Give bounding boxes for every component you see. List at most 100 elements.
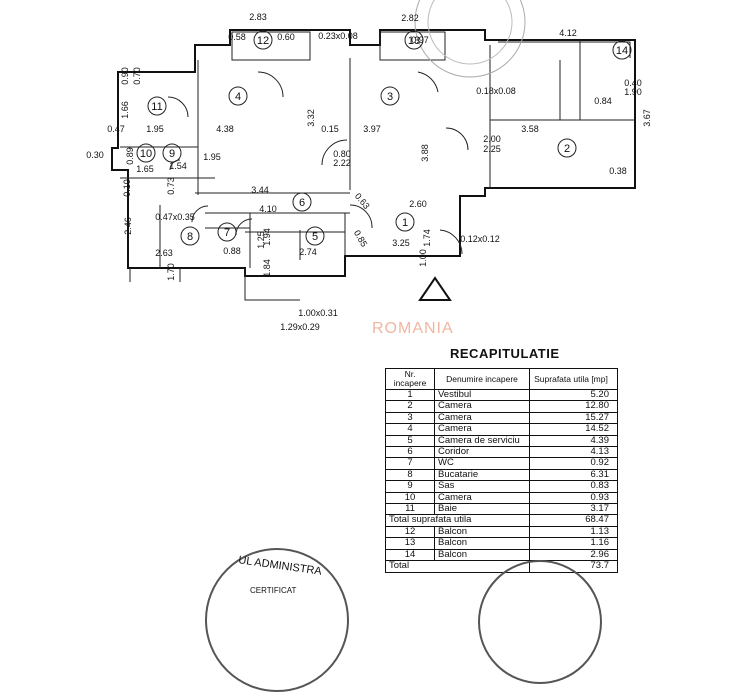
recap-nr: 4 <box>385 423 435 436</box>
recap-name: Coridor <box>434 446 530 459</box>
recap-area: 2.96 <box>529 548 618 562</box>
recap-nr: 6 <box>385 446 435 459</box>
room-number: 9 <box>169 148 175 160</box>
dimension-label: 0.97 <box>411 35 429 45</box>
dimension-label: 4.12 <box>559 28 577 38</box>
recap-name: Bucatarie <box>434 468 530 482</box>
recap-area: 4.13 <box>529 446 618 459</box>
dimension-label: 1.84 <box>262 259 272 277</box>
room-marker <box>557 138 577 158</box>
room-marker <box>180 226 200 246</box>
room-number: 10 <box>140 148 152 160</box>
dimension-label: 3.32 <box>306 109 316 127</box>
dimension-label: 1.66 <box>120 101 130 119</box>
dimension-label: 1.95 <box>146 124 164 134</box>
room-marker <box>404 30 424 50</box>
entrance-triangle <box>418 276 452 301</box>
dimension-label: 0.10 <box>122 179 132 197</box>
dimension-label: 1.00x0.31 <box>298 308 338 318</box>
dimension-label: 3.67 <box>642 109 652 127</box>
plan-door-arcs <box>167 71 469 255</box>
recap-area: 6.31 <box>529 468 618 482</box>
room-number: 5 <box>312 231 318 243</box>
recap-nr: 2 <box>385 400 435 413</box>
room-number: 11 <box>151 101 162 113</box>
recap-nr: 1 <box>385 388 435 402</box>
stamp-cert-text: CERTIFICAT <box>250 586 297 595</box>
recap-total-label: Total suprafata utila <box>385 514 530 527</box>
dimension-label: 2.22 <box>333 158 351 168</box>
recap-area: 0.83 <box>529 480 618 493</box>
dimension-label: 2.63 <box>155 248 173 258</box>
room-marker <box>136 143 156 163</box>
recap-name: Balcon <box>434 525 530 539</box>
recap-nr: 9 <box>385 480 435 493</box>
plan-outer-wall <box>111 29 636 277</box>
dimension-label: 0.60 <box>277 32 295 42</box>
dimension-label: 3.58 <box>521 124 539 134</box>
dimension-label: 4.10 <box>259 204 277 214</box>
recap-title: RECAPITULATIE <box>450 346 560 361</box>
recap-nr: 5 <box>385 434 435 448</box>
dimension-label: 0.84 <box>594 96 612 106</box>
recap-nr: 8 <box>385 468 435 482</box>
room-marker <box>228 86 248 106</box>
dimension-label: 2.83 <box>249 12 267 22</box>
dimension-label: 1.95 <box>203 152 221 162</box>
recap-area: 15.27 <box>529 411 618 425</box>
room-number: 2 <box>564 143 570 155</box>
dimension-label: 0.18x0.08 <box>476 86 516 96</box>
recap-area: 14.52 <box>529 423 618 436</box>
dimension-label: 0.12x0.12 <box>460 234 500 244</box>
dimension-label: 3.25 <box>392 238 410 248</box>
room-marker <box>612 40 632 60</box>
recap-nr: 7 <box>385 457 435 470</box>
room-number: 3 <box>387 91 393 103</box>
recap-area: 5.20 <box>529 388 618 402</box>
dimension-label: 1.74 <box>422 229 432 247</box>
plan-balcony-rails <box>129 31 631 301</box>
dimension-label: 1.65 <box>136 164 154 174</box>
recap-name: WC <box>434 457 530 470</box>
recap-name: Camera <box>434 411 530 425</box>
col-nr-header: Nr. incapere <box>385 368 435 390</box>
dimension-label: 0.70 <box>132 67 142 85</box>
recap-header-row: Nr. incapere Denumire incapere Suprafata… <box>385 368 618 390</box>
dimension-label: 0.58 <box>228 32 246 42</box>
dimension-label: 0.90 <box>120 67 130 85</box>
recap-nr: 14 <box>385 548 435 562</box>
room-marker <box>253 30 273 50</box>
room-marker <box>380 86 400 106</box>
col-area-header: Suprafata utila [mp] <box>529 368 618 390</box>
room-marker <box>217 222 237 242</box>
room-number: 1 <box>402 217 408 229</box>
dimension-label: 0.47x0.35 <box>155 212 195 222</box>
recap-nr: 10 <box>385 491 435 505</box>
recap-name: Camera <box>434 491 530 505</box>
recap-nr: 3 <box>385 411 435 425</box>
dimension-label: 0.30 <box>86 150 104 160</box>
dimension-label: 1.54 <box>169 161 187 171</box>
room-marker <box>395 212 415 232</box>
room-number: 7 <box>224 227 230 239</box>
dimension-label: 0.23x0.08 <box>318 31 358 41</box>
recap-table: Nr. incapere Denumire incapere Suprafata… <box>385 368 618 573</box>
recap-name: Baie <box>434 503 530 516</box>
dimension-label: 0.88 <box>223 246 241 256</box>
dimension-label: 4.38 <box>216 124 234 134</box>
room-number: 6 <box>299 197 305 209</box>
dimension-label: 0.80 <box>333 149 351 159</box>
recap-area: 68.47 <box>529 514 618 527</box>
dimension-label: 2.82 <box>401 13 419 23</box>
